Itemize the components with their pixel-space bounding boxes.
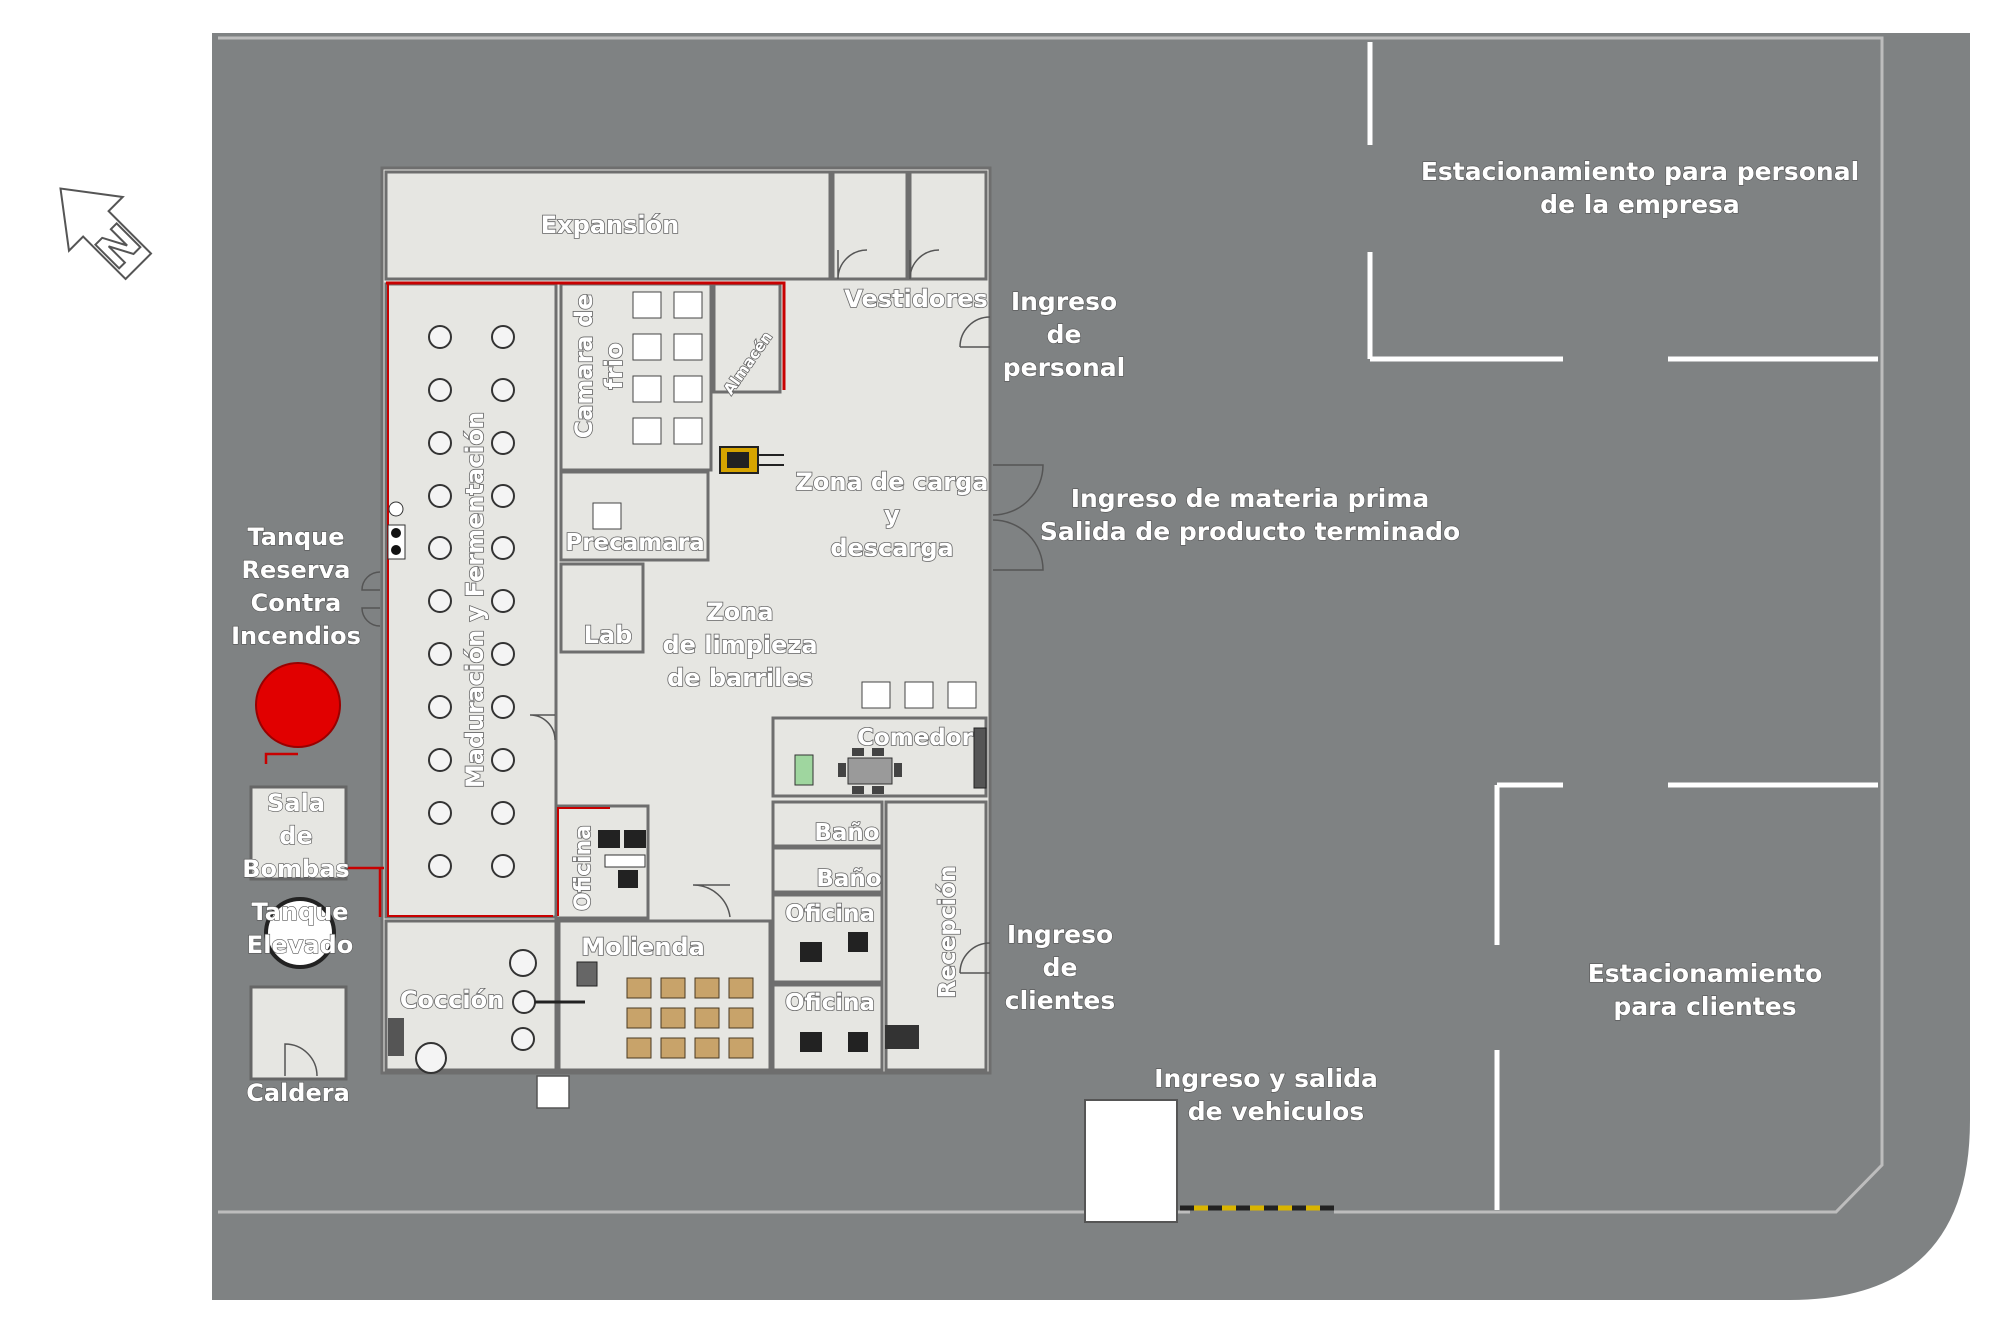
room-maduracion xyxy=(384,282,558,919)
label-materia-prima-1: Ingreso de materia prima xyxy=(1071,484,1430,513)
label-sala-bombas-1: Sala xyxy=(267,789,325,817)
room-restrooms-top-b xyxy=(908,170,988,281)
label-maduracion: Maduración y Fermentación xyxy=(461,412,489,788)
label-est-personal-2: de la empresa xyxy=(1540,190,1740,219)
label-oficina-left: Oficina xyxy=(571,825,596,911)
guard-house xyxy=(1084,1099,1178,1223)
label-ingreso-personal-2: de xyxy=(1047,320,1082,349)
label-caldera: Caldera xyxy=(246,1079,350,1107)
room-bano-2 xyxy=(771,846,884,894)
label-est-clientes-2: para clientes xyxy=(1613,992,1796,1021)
label-bano-1: Baño xyxy=(814,820,879,846)
label-zona-limpieza-3: de barriles xyxy=(667,664,813,692)
malt-sacks xyxy=(576,961,754,1059)
room-precamara xyxy=(559,470,710,562)
label-tanque-reserva-1: Tanque xyxy=(247,523,344,551)
label-tanque-reserva-4: Incendios xyxy=(231,622,361,650)
label-ingreso-clientes-3: clientes xyxy=(1005,986,1116,1015)
label-sala-bombas-3: Bombas xyxy=(242,855,349,883)
label-tanque-elevado-1: Tanque xyxy=(251,898,348,926)
room-lab xyxy=(559,562,645,654)
room-restrooms-top-a xyxy=(831,170,909,281)
label-est-personal-1: Estacionamiento para personal xyxy=(1421,157,1859,186)
label-comedor: Comedor xyxy=(857,725,974,751)
room-oficina-1 xyxy=(771,893,884,984)
label-vehiculos-2: de vehiculos xyxy=(1188,1097,1364,1126)
label-tanque-elevado-2: Elevado xyxy=(247,931,353,959)
label-molienda: Molienda xyxy=(581,933,705,961)
label-expansion: Expansión xyxy=(541,211,679,239)
staff-parking-lines xyxy=(1367,42,1878,362)
label-zona-limpieza-1: Zona xyxy=(706,598,773,626)
fermentation-tanks xyxy=(428,325,515,878)
label-oficina-2: Oficina xyxy=(785,990,875,1016)
label-vestidores: Vestidores xyxy=(844,285,988,313)
office-furniture xyxy=(598,830,919,1052)
label-coccion: Cocción xyxy=(400,986,504,1014)
label-sala-bombas-2: de xyxy=(279,822,312,850)
label-zona-carga-2: y xyxy=(884,501,900,529)
forklift xyxy=(719,446,784,474)
label-lab: Lab xyxy=(584,621,633,649)
room-bano-1 xyxy=(771,800,884,848)
label-camara-frio-1: Camara de xyxy=(570,294,598,439)
label-tanque-reserva-3: Contra xyxy=(251,589,342,617)
pump-room xyxy=(249,785,348,881)
dining-table xyxy=(794,727,987,794)
brewing-equipment xyxy=(388,949,585,1074)
doors xyxy=(361,249,1044,974)
label-materia-prima-2: Salida de producto terminado xyxy=(1040,517,1460,546)
label-est-clientes-1: Estacionamiento xyxy=(1588,959,1823,988)
client-parking-lines xyxy=(1494,782,1878,1210)
label-zona-carga-1: Zona de carga xyxy=(796,468,989,496)
label-oficina-1: Oficina xyxy=(785,901,875,927)
outdoor-slab xyxy=(536,1075,570,1109)
fire-reserve-tank xyxy=(255,662,341,748)
elevated-tank xyxy=(264,897,336,969)
room-oficina-2 xyxy=(771,983,884,1072)
label-vehiculos-1: Ingreso y salida xyxy=(1154,1064,1378,1093)
label-ingreso-clientes-2: de xyxy=(1043,953,1078,982)
label-camara-frio-2: frio xyxy=(600,343,628,390)
label-ingreso-personal-3: personal xyxy=(1003,353,1125,382)
label-ingreso-personal-1: Ingreso xyxy=(1011,287,1117,316)
label-tanque-reserva-2: Reserva xyxy=(242,556,351,584)
label-ingreso-clientes-1: Ingreso xyxy=(1007,920,1113,949)
label-precamara: Precamara xyxy=(565,530,704,556)
label-zona-carga-3: descarga xyxy=(830,534,953,562)
label-bano-2: Baño xyxy=(816,866,881,892)
room-almacen xyxy=(712,282,782,394)
cold-room-pallets xyxy=(592,291,977,709)
north-arrow: N xyxy=(59,187,153,281)
label-zona-limpieza-2: de limpieza xyxy=(662,631,817,659)
room-expansion xyxy=(384,170,832,281)
boiler-room xyxy=(249,985,348,1081)
fire-line xyxy=(386,281,786,390)
label-recepcion: Recepción xyxy=(935,866,961,999)
perimeter-fence xyxy=(218,36,1884,1214)
